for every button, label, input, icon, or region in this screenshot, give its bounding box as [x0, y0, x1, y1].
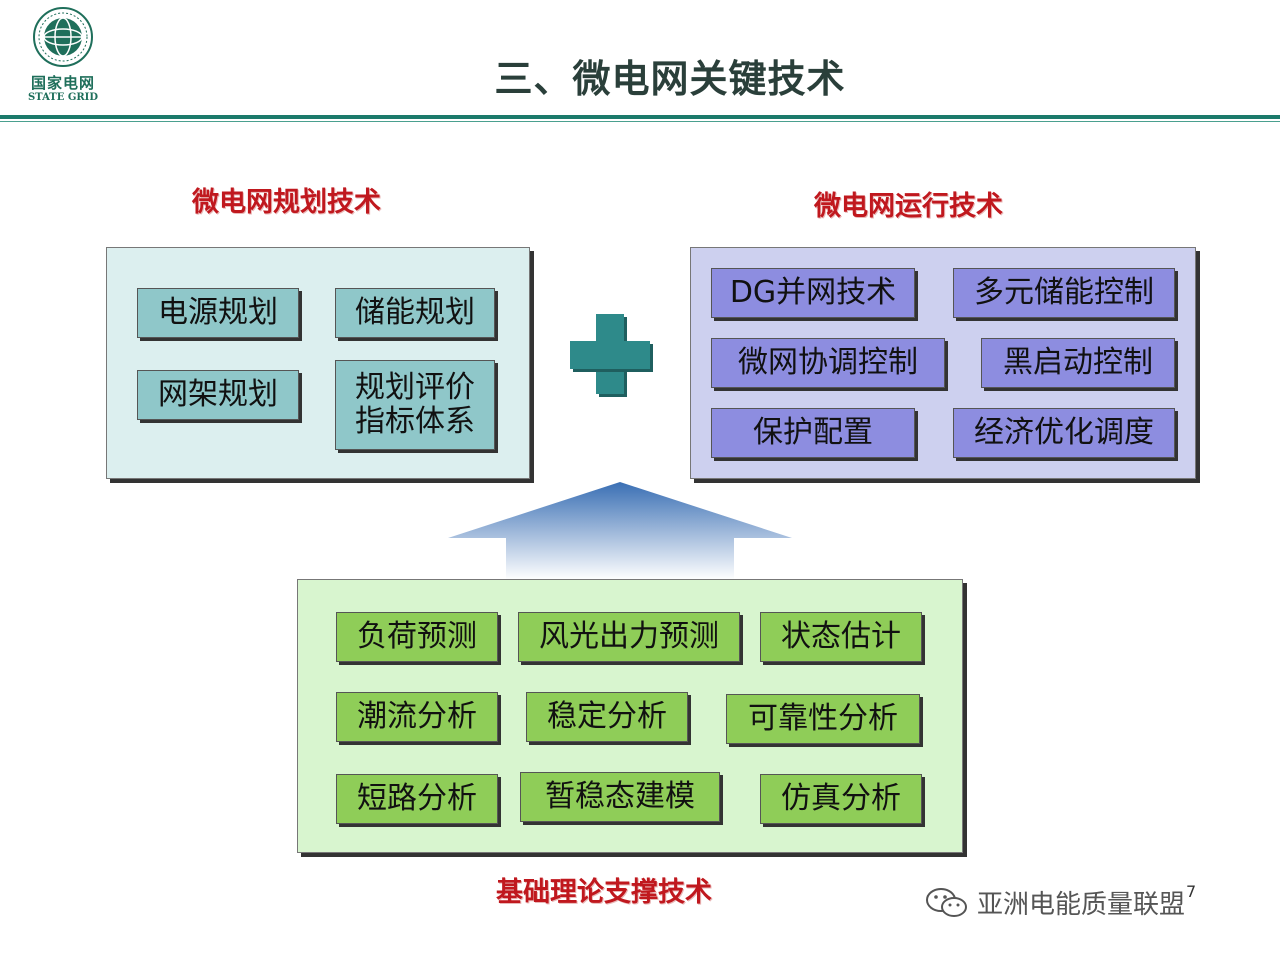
operation-item: 多元储能控制: [953, 268, 1175, 318]
planning-item: 规划评价 指标体系: [335, 360, 495, 450]
watermark: 亚洲电能质量联盟: [925, 884, 1185, 921]
header-divider-thin: [0, 121, 1280, 122]
foundation-item: 负荷预测: [336, 612, 498, 662]
planning-panel: 电源规划 储能规划 网架规划 规划评价 指标体系: [106, 247, 530, 479]
globe-logo-icon: [33, 7, 93, 67]
foundation-item: 仿真分析: [760, 774, 922, 824]
header-divider: [0, 115, 1280, 119]
logo-english-text: STATE GRID: [27, 92, 99, 103]
foundation-item: 风光出力预测: [518, 612, 740, 662]
operation-panel: DG并网技术 多元储能控制 微网协调控制 黑启动控制 保护配置 经济优化调度: [690, 247, 1196, 479]
wechat-icon: [926, 887, 967, 917]
planning-item: 网架规划: [137, 370, 299, 420]
state-grid-logo: 国家电网 STATE GRID: [18, 6, 110, 106]
foundation-item: 暂稳态建模: [520, 772, 720, 822]
operation-heading: 微电网运行技术: [814, 191, 1003, 222]
operation-item: 经济优化调度: [953, 408, 1175, 458]
planning-item: 电源规划: [137, 288, 299, 338]
foundation-item: 短路分析: [336, 774, 498, 824]
operation-item: DG并网技术: [711, 268, 915, 318]
operation-item: 黑启动控制: [981, 338, 1175, 388]
foundation-item: 稳定分析: [526, 692, 688, 742]
foundation-item: 潮流分析: [336, 692, 498, 742]
watermark-text: 亚洲电能质量联盟: [977, 890, 1186, 920]
foundation-heading: 基础理论支撑技术: [496, 877, 712, 908]
foundation-item: 可靠性分析: [726, 694, 920, 744]
up-arrow-icon: [448, 482, 792, 580]
planning-heading: 微电网规划技术: [192, 187, 381, 218]
logo-chinese-text: 国家电网: [30, 74, 95, 92]
planning-item: 储能规划: [335, 288, 495, 338]
page-title: 三、微电网关键技术: [494, 57, 846, 101]
plus-icon: [570, 341, 650, 369]
operation-item: 微网协调控制: [711, 338, 945, 388]
operation-item: 保护配置: [711, 408, 915, 458]
page-number: 7: [1186, 882, 1197, 901]
foundation-item: 状态估计: [760, 612, 922, 662]
foundation-panel: 负荷预测 风光出力预测 状态估计 潮流分析 稳定分析 可靠性分析 短路分析 暂稳…: [297, 579, 963, 853]
